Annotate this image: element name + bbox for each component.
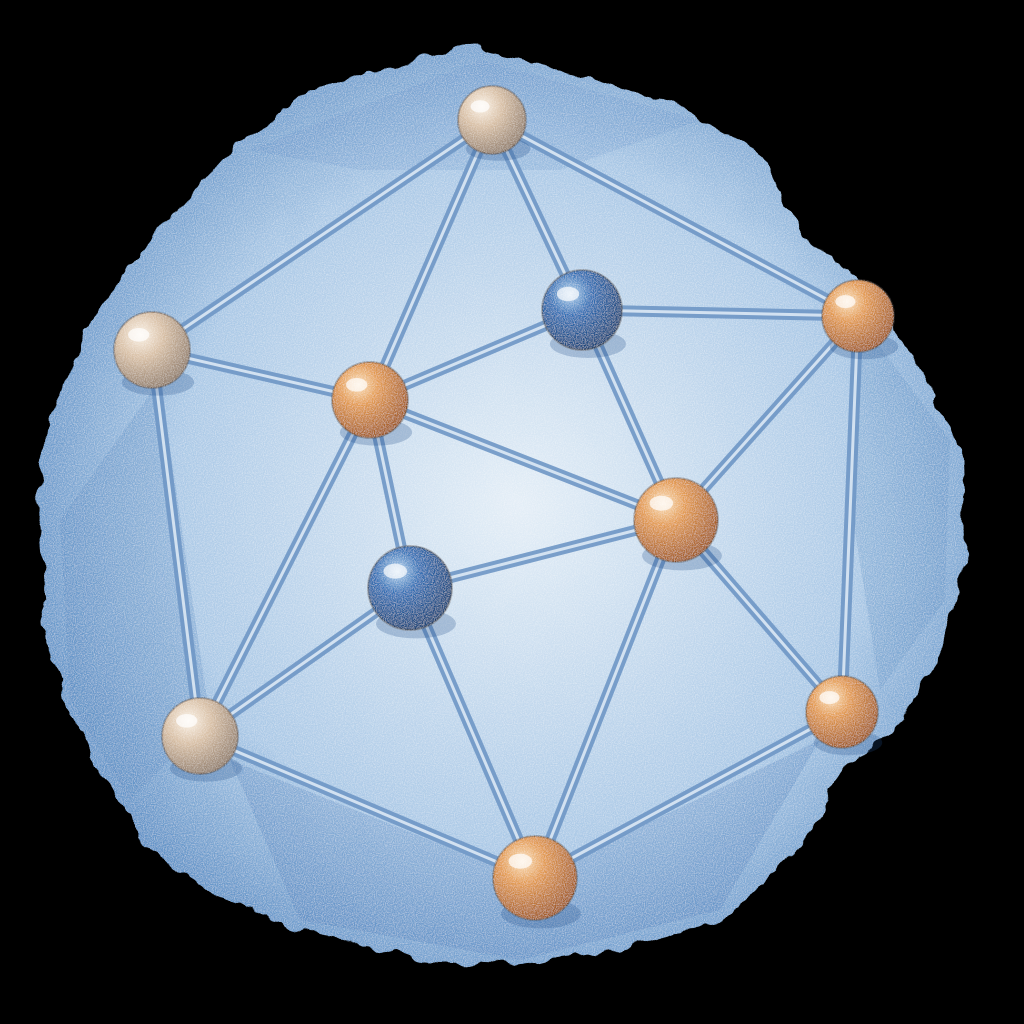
node-lower-right xyxy=(805,675,883,756)
edge-highlight-center-left-center-right xyxy=(368,398,678,522)
edge-highlight-upper-center-upper-right xyxy=(580,308,860,318)
edge-highlight-center-right-center xyxy=(408,518,678,590)
node-ball-beige xyxy=(161,697,239,775)
node-highlight xyxy=(176,713,198,728)
node-highlight xyxy=(556,286,580,302)
shadow-wash-bottom xyxy=(230,740,820,960)
node-upper-center xyxy=(541,269,626,358)
node-highlight xyxy=(128,327,150,342)
edge-highlight-center-right-bottom xyxy=(533,518,678,880)
node-highlight xyxy=(508,853,533,869)
node-highlight xyxy=(835,295,856,309)
edge-highlight-upper-right-lower-right xyxy=(840,314,860,714)
node-ball-orange xyxy=(633,477,719,563)
node-upper-right xyxy=(821,279,899,360)
node-center-left xyxy=(331,361,413,446)
edge-highlight-lower-left-bottom xyxy=(198,734,537,880)
edge-highlight-top-center-left xyxy=(368,118,494,402)
node-highlight xyxy=(346,377,368,392)
node-center xyxy=(367,545,456,639)
edge-highlight-lower-right-bottom xyxy=(533,710,844,880)
node-layer xyxy=(113,85,899,929)
node-lower-left xyxy=(161,697,243,782)
node-ball-beige xyxy=(113,311,191,389)
edge-highlight-upper-left-lower-left xyxy=(150,348,202,738)
edge-highlight-upper-right-center-right xyxy=(674,314,860,522)
node-highlight xyxy=(383,563,408,579)
node-highlight xyxy=(819,691,840,705)
node-ball-orange xyxy=(805,675,879,749)
node-highlight xyxy=(649,495,674,511)
node-ball-blue xyxy=(367,545,453,631)
node-center-right xyxy=(633,477,722,571)
edge-highlight-center-left-lower-left xyxy=(198,398,372,738)
node-ball-orange xyxy=(492,835,578,921)
node-ball-beige xyxy=(457,85,527,155)
edge-highlight-top-upper-right xyxy=(490,118,860,318)
node-highlight xyxy=(470,100,490,113)
node-ball-blue xyxy=(541,269,623,351)
shadow-wash-right xyxy=(850,320,950,690)
node-bottom xyxy=(492,835,581,929)
edge-highlight-center-bottom xyxy=(408,586,537,880)
node-upper-left xyxy=(113,311,195,396)
paper-background xyxy=(38,45,965,965)
node-top xyxy=(457,85,531,161)
node-ball-orange xyxy=(331,361,409,439)
edge-highlight-top-upper-left xyxy=(150,118,494,352)
node-ball-orange xyxy=(821,279,895,353)
